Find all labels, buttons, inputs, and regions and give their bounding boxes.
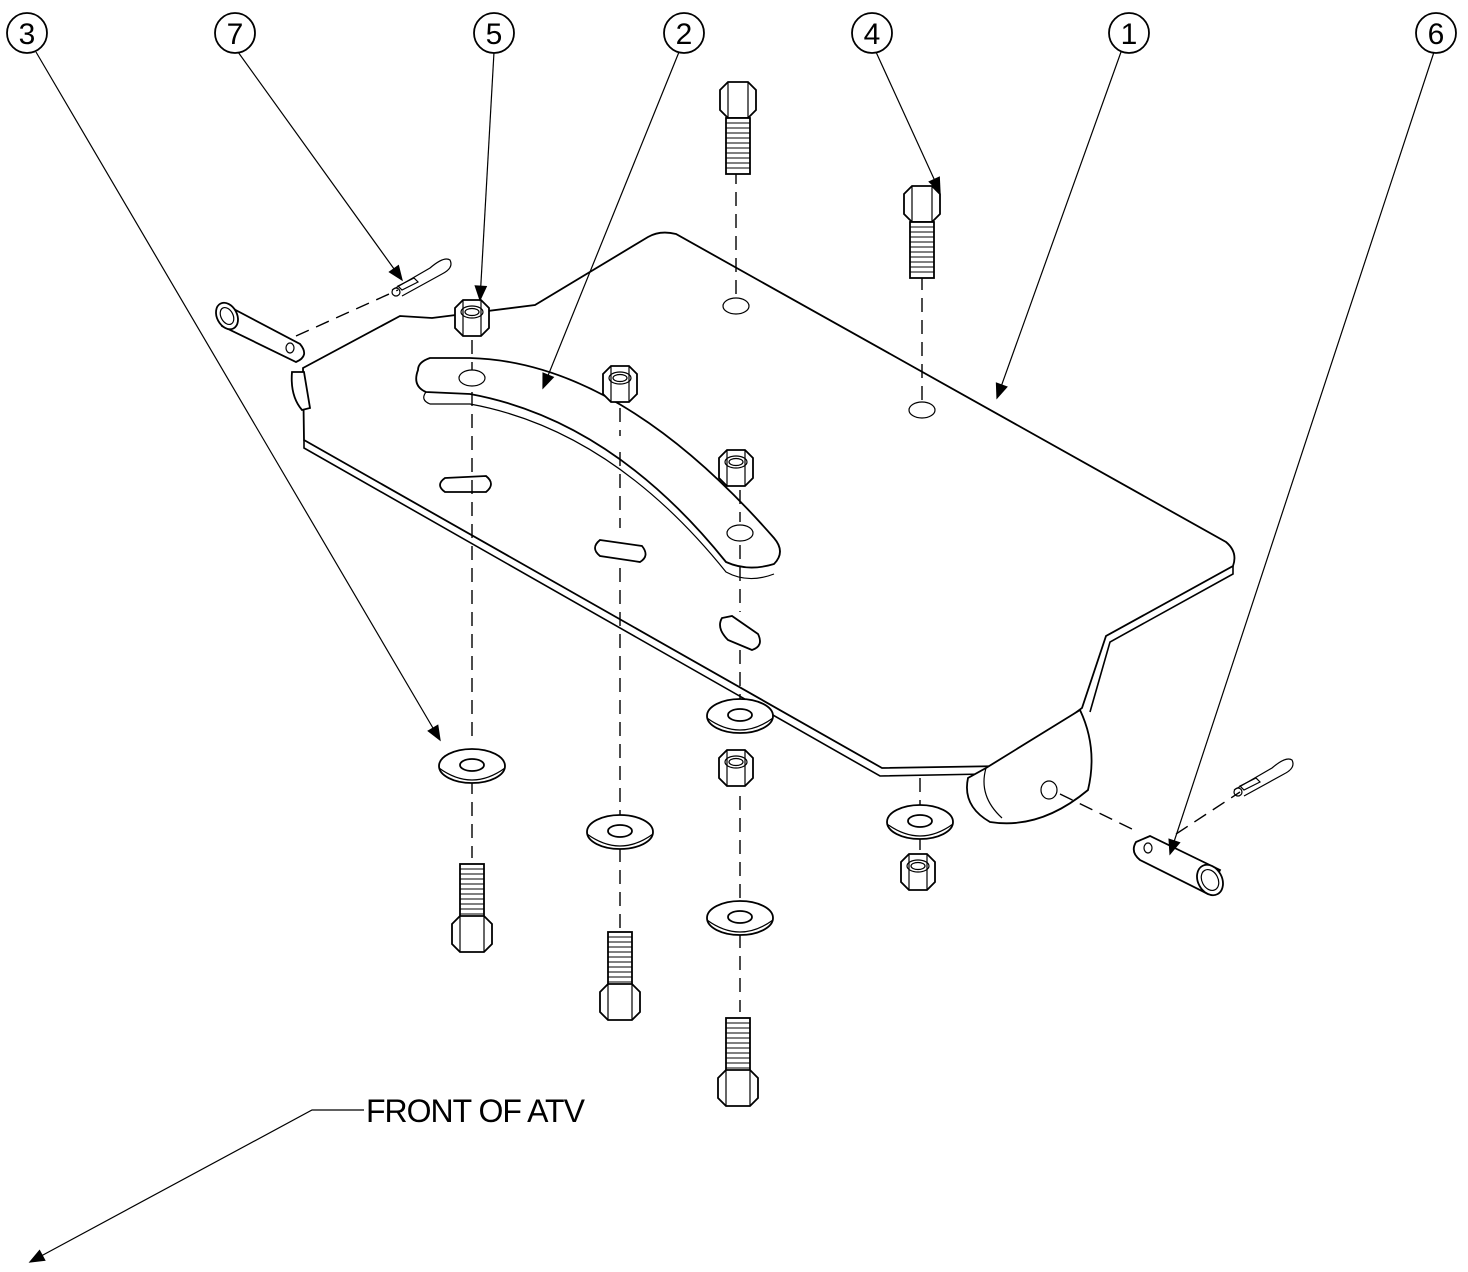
clevis-pin-front <box>1132 835 1224 897</box>
bottom-bolt-left <box>451 863 493 953</box>
washer-center-upper <box>706 698 774 734</box>
svg-text:2: 2 <box>676 18 693 51</box>
nut-bar-middle <box>602 365 638 403</box>
callout-2: 2 <box>663 12 705 54</box>
callout-7: 7 <box>214 12 256 54</box>
hair-pin-clip-front <box>1233 758 1294 797</box>
washer-center-lower <box>706 900 774 936</box>
assembly-lines <box>295 170 1241 1012</box>
washer-left <box>438 748 506 784</box>
washer-center <box>586 814 654 850</box>
front-of-atv-label: FRONT OF ATV <box>366 1093 586 1129</box>
nut-front-mount <box>900 853 936 891</box>
svg-text:5: 5 <box>486 18 503 51</box>
nut-rear-left <box>454 299 490 337</box>
clevis-pin-rear <box>215 301 306 363</box>
bottom-bolt-right <box>717 1017 759 1107</box>
svg-text:1: 1 <box>1121 18 1138 51</box>
svg-text:3: 3 <box>19 18 36 51</box>
nut-lower-center <box>718 749 754 787</box>
callout-4: 4 <box>851 12 893 54</box>
radius-bar <box>415 357 781 580</box>
top-bolt-rear <box>719 81 757 175</box>
svg-text:6: 6 <box>1428 18 1445 51</box>
leader-lines <box>28 51 1435 1263</box>
callout-5: 5 <box>473 12 515 54</box>
top-bolt-front <box>903 185 941 279</box>
callout-3: 3 <box>6 12 48 54</box>
washer-front-mount <box>886 804 954 840</box>
callout-6: 6 <box>1415 12 1457 54</box>
mounting-plate <box>290 231 1236 825</box>
svg-text:7: 7 <box>227 18 244 51</box>
nut-bar-front <box>718 449 754 487</box>
svg-text:4: 4 <box>864 18 881 51</box>
callout-1: 1 <box>1108 12 1150 54</box>
hardware <box>215 81 1294 1107</box>
bottom-bolt-center <box>599 931 641 1021</box>
